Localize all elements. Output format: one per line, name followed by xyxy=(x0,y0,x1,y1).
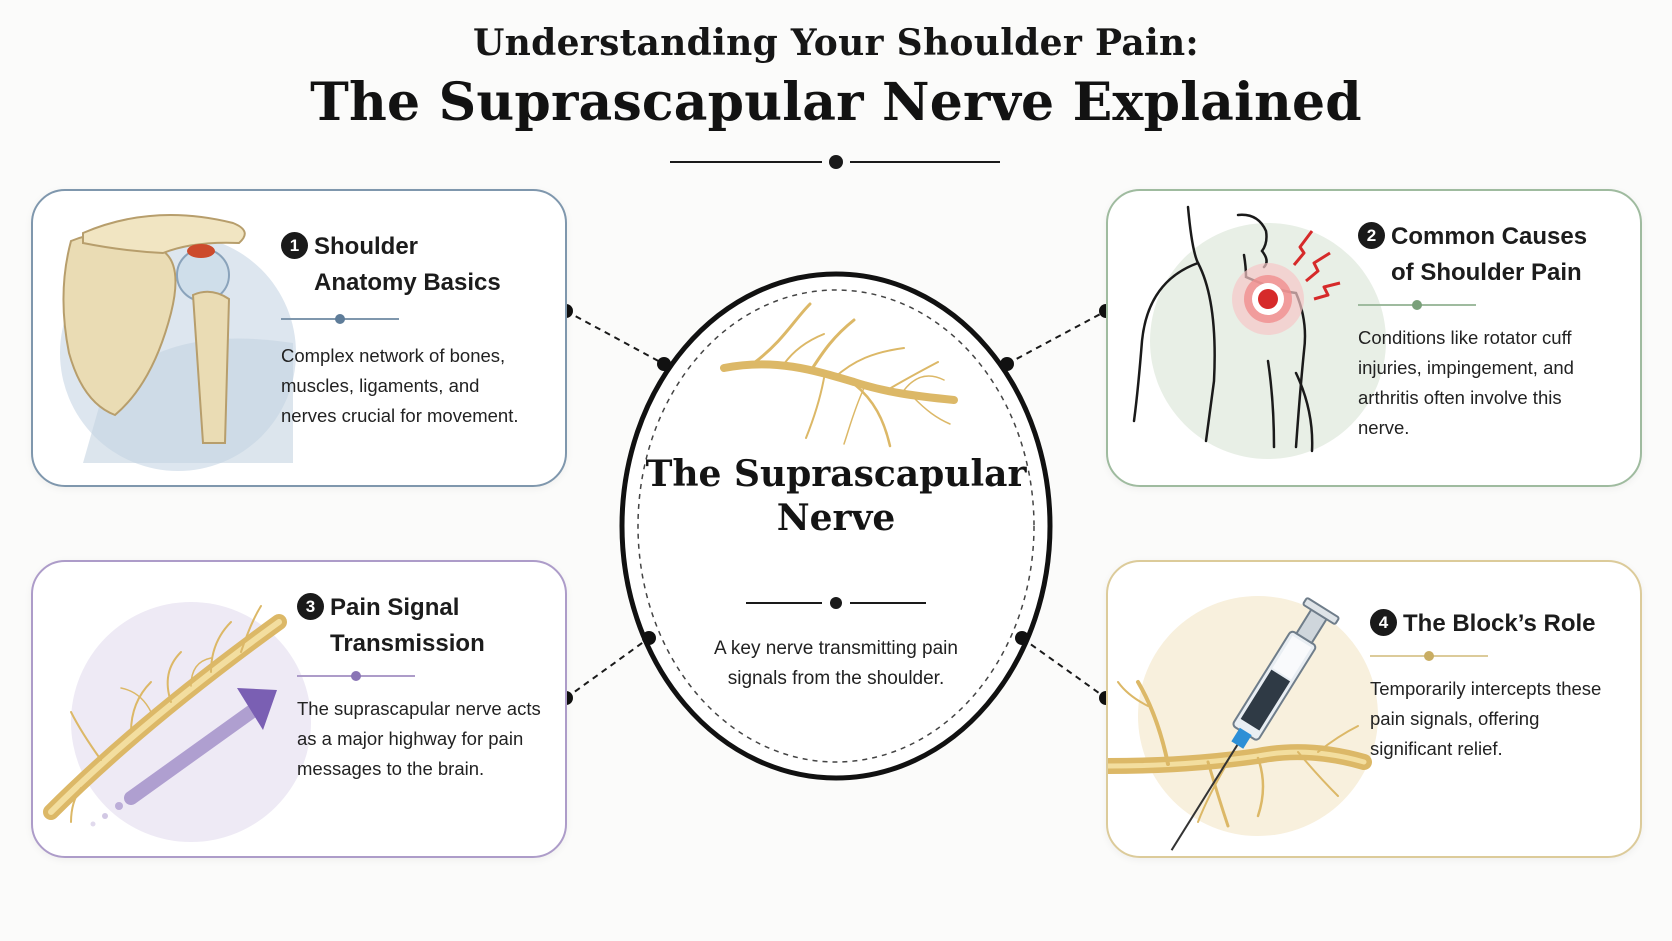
card-2-text: Conditions like rotator cuff injuries, i… xyxy=(1358,327,1574,438)
card-common-causes: 2 Common Causes of Shoulder Pain Conditi… xyxy=(1106,189,1642,487)
syringe xyxy=(1170,597,1340,851)
torso-pain-icon xyxy=(1132,205,1386,459)
card-1-text: Complex network of bones, muscles, ligam… xyxy=(281,345,519,426)
card-pain-signal: 3 Pain Signal Transmission The suprascap… xyxy=(31,560,567,858)
nerve-branch-icon xyxy=(720,302,958,448)
card-4-divider xyxy=(1370,650,1488,662)
card-block-role: 4 The Block’s Role Temporarily intercept… xyxy=(1106,560,1642,858)
step-badge-1: 1 xyxy=(281,232,308,259)
center-description: A key nerve transmitting pain signals fr… xyxy=(714,638,958,689)
card-2-body: 2 Common Causes of Shoulder Pain Conditi… xyxy=(1358,219,1608,443)
card-1-body: 1 Shoulder Anatomy Basics Complex networ… xyxy=(281,229,521,431)
card-3-title: Pain Signal Transmission xyxy=(330,594,485,657)
step-badge-4: 4 xyxy=(1370,609,1397,636)
card-4-body: 4 The Block’s Role Temporarily intercept… xyxy=(1370,606,1620,764)
card-1-divider xyxy=(281,313,399,325)
step-badge-3: 3 xyxy=(297,593,324,620)
title-ornament xyxy=(670,155,1000,169)
shoulder-joint-icon xyxy=(60,214,296,471)
card-3-divider xyxy=(297,670,415,682)
center-divider xyxy=(746,597,926,609)
page-title-line2: The Suprascapular Nerve Explained xyxy=(310,72,1362,133)
card-1-title: Shoulder Anatomy Basics xyxy=(314,233,501,296)
card-3-body: 3 Pain Signal Transmission The suprascap… xyxy=(297,590,547,784)
syringe-nerve-icon xyxy=(1108,596,1378,851)
center-title: The Suprascapular Nerve xyxy=(645,453,1027,539)
card-4-title: The Block’s Role xyxy=(1403,610,1596,637)
page-title-line1: Understanding Your Shoulder Pain: xyxy=(472,22,1200,64)
card-2-title: Common Causes of Shoulder Pain xyxy=(1391,223,1588,286)
card-2-divider xyxy=(1358,299,1476,311)
card-shoulder-anatomy: 1 Shoulder Anatomy Basics Complex networ… xyxy=(31,189,567,487)
nerve-signal-icon xyxy=(43,602,311,842)
step-badge-2: 2 xyxy=(1358,222,1385,249)
center-panel: The Suprascapular Nerve A key nerve tran… xyxy=(620,272,1052,780)
connector-lines xyxy=(565,310,1107,699)
card-4-text: Temporarily intercepts these pain signal… xyxy=(1370,678,1602,759)
card-3-text: The suprascapular nerve acts as a major … xyxy=(297,698,541,779)
title-block: Understanding Your Shoulder Pain: The Su… xyxy=(0,22,1672,133)
